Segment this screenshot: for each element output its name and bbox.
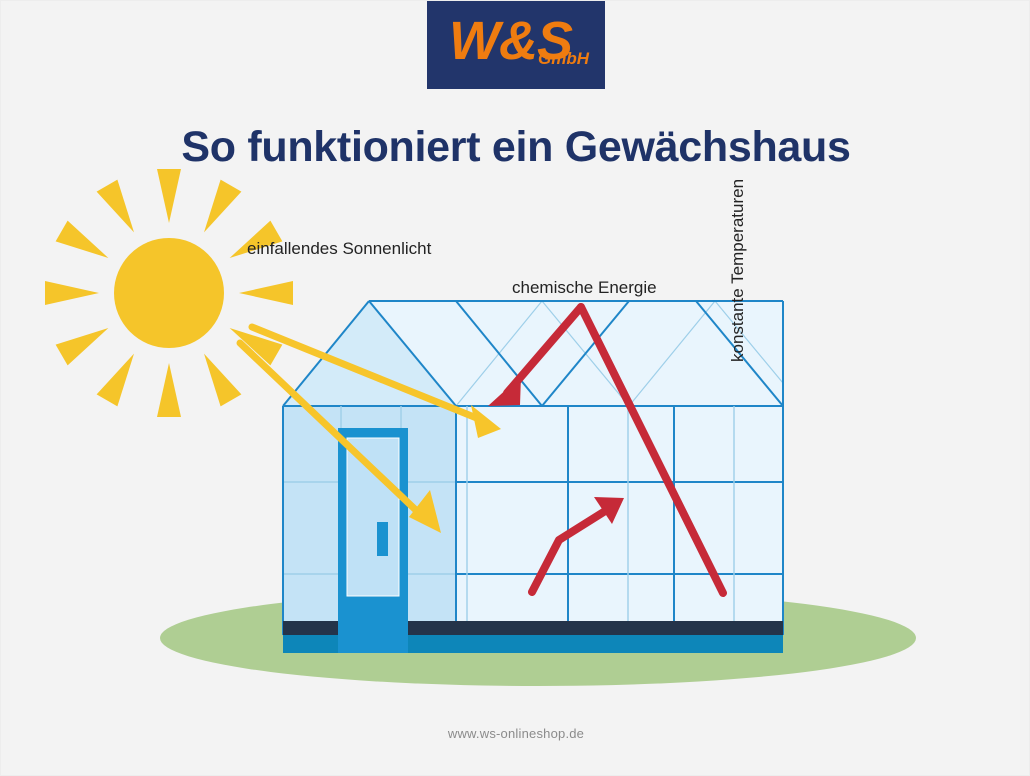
sunlight-arrows: [236, 323, 501, 533]
label-constant-temperature: konstante Temperaturen: [728, 178, 747, 362]
door-threshold: [338, 621, 408, 653]
sunlight-arrow-1-shaft: [248, 323, 483, 423]
label-incoming-sunlight: einfallendes Sonnenlicht: [247, 239, 432, 258]
greenhouse: [282, 300, 784, 653]
energy-arrow-rise-head: [594, 497, 624, 524]
energy-arrow-reflect-head: [488, 376, 521, 406]
front-wall-glass: [456, 406, 783, 635]
sun-icon: [45, 169, 293, 417]
greenhouse-door[interactable]: [338, 428, 408, 636]
energy-arrow-descend: [577, 303, 727, 597]
logo-inner: W&S GmbH: [427, 1, 605, 89]
logo-suffix: GmbH: [538, 49, 589, 68]
sunlight-arrow-2-shaft: [236, 339, 424, 518]
logo-wordmark: W&S: [449, 11, 573, 71]
roof-gable-left: [283, 301, 456, 406]
footer-url: www.ws-onlineshop.de: [447, 726, 585, 741]
sunlight-arrow-2-head: [409, 490, 441, 533]
roof-front-slope: [369, 301, 783, 406]
door-handle[interactable]: [377, 522, 388, 556]
energy-arrow-rise-shaft: [528, 504, 614, 596]
energy-arrows: [488, 303, 727, 597]
wall-frame-vertical: [282, 301, 784, 635]
logo-badge: W&S GmbH: [427, 1, 605, 89]
sunlight-arrow-1-head: [471, 405, 501, 438]
page-title: So funktioniert ein Gewächshaus: [181, 123, 851, 171]
sun-rays: [45, 169, 293, 417]
door-glass-panel: [346, 437, 400, 597]
label-chemical-energy: chemische Energie: [512, 278, 657, 297]
